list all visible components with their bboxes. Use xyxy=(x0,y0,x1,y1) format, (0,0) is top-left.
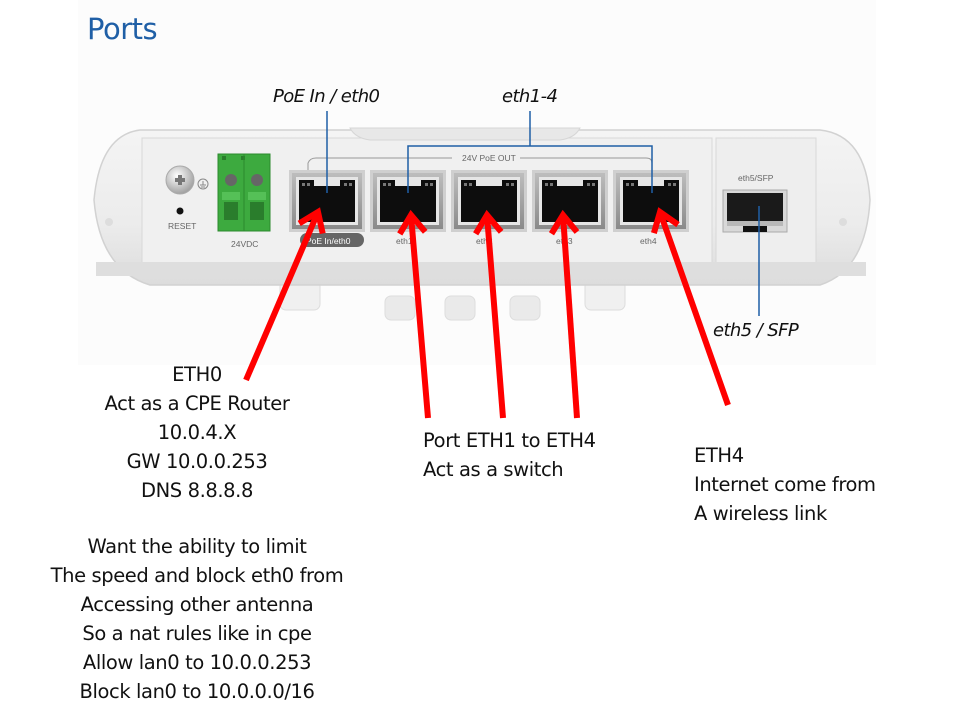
note-eth0-line: 10.0.4.X xyxy=(157,421,237,444)
callout-eth5-sfp: eth5 / SFP xyxy=(713,320,799,341)
note-request-line: Allow lan0 to 10.0.0.253 xyxy=(82,651,312,674)
note-eth0-line: ETH0 xyxy=(172,363,222,386)
note-eth0: ETH0 Act as a CPE Router 10.0.4.X GW 10.… xyxy=(12,360,382,505)
device-feet xyxy=(279,279,626,321)
poe-out-label: 24V PoE OUT xyxy=(462,153,516,163)
page-title: Ports xyxy=(87,12,158,46)
note-request-line: So a nat rules like in cpe xyxy=(82,622,312,645)
note-eth4: ETH4 Internet come from A wireless link xyxy=(694,441,876,528)
red-arrow-4 xyxy=(651,207,731,406)
reset-label: RESET xyxy=(168,221,196,231)
red-arrow-2 xyxy=(473,209,506,419)
note-eth0-line: Act as a CPE Router xyxy=(104,392,290,415)
red-arrow-3 xyxy=(548,209,580,419)
note-request-line: Block lan0 to 10.0.0.0/16 xyxy=(79,680,315,703)
sfp-port[interactable] xyxy=(722,189,788,233)
note-eth0-line: DNS 8.8.8.8 xyxy=(140,479,253,502)
ground-screw-icon xyxy=(165,165,195,195)
red-arrow-1 xyxy=(397,209,431,419)
power-terminal-block xyxy=(217,153,271,232)
power-label: 24VDC xyxy=(231,239,258,249)
port-label-eth0: PoE In/eth0 xyxy=(306,236,351,246)
note-request-line: Want the ability to limit xyxy=(87,535,307,558)
note-eth4-line: ETH4 xyxy=(694,444,744,467)
note-eth0-request: Want the ability to limit The speed and … xyxy=(12,532,382,706)
note-switch: Port ETH1 to ETH4 Act as a switch xyxy=(423,426,596,484)
note-switch-line: Act as a switch xyxy=(423,458,564,481)
note-eth4-line: Internet come from xyxy=(694,473,876,496)
port-label-eth1: eth1 xyxy=(396,236,413,246)
port-label-eth4: eth4 xyxy=(640,236,657,246)
callout-lines xyxy=(326,111,760,316)
sfp-label: eth5/SFP xyxy=(738,173,774,183)
poe-in-label-badge xyxy=(300,233,364,247)
note-switch-line: Port ETH1 to ETH4 xyxy=(423,429,596,452)
callout-eth1-4: eth1-4 xyxy=(502,86,558,107)
ground-symbol-icon xyxy=(197,178,209,190)
red-arrow-0 xyxy=(243,207,326,382)
rj45-port-eth4[interactable] xyxy=(613,170,689,232)
note-eth0-line: GW 10.0.0.253 xyxy=(126,450,268,473)
reset-button[interactable] xyxy=(176,207,184,215)
port-label-eth2: eth2 xyxy=(476,236,493,246)
note-eth4-line: A wireless link xyxy=(694,502,827,525)
note-request-line: Accessing other antenna xyxy=(80,593,314,616)
note-request-line: The speed and block eth0 from xyxy=(50,564,344,587)
callout-poe-in-eth0: PoE In / eth0 xyxy=(273,86,380,107)
